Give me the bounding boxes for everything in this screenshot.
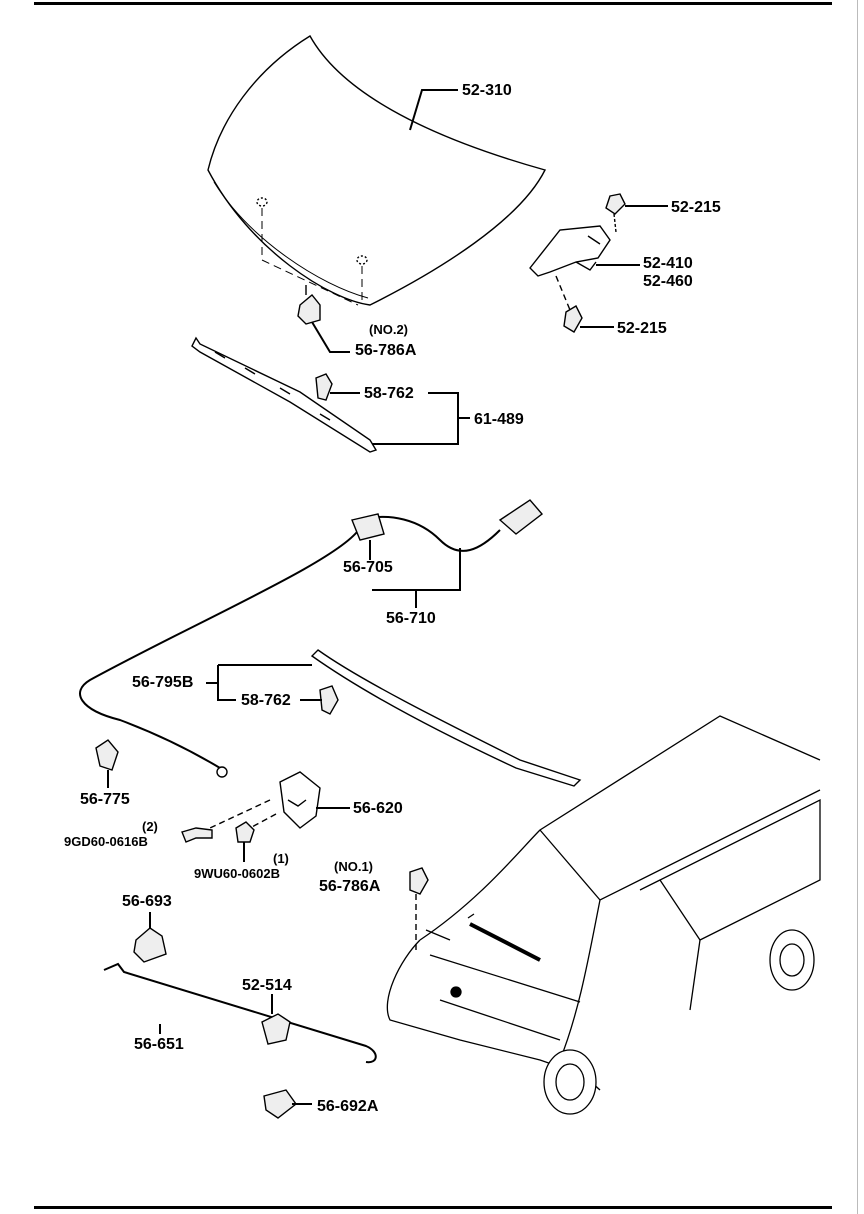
bolt-drawing	[181, 827, 213, 843]
clip-no1-drawing	[409, 867, 429, 950]
rear-seal-clip-drawing	[319, 685, 339, 715]
label-56-693: 56-693	[122, 893, 172, 910]
label-bolt-note: (2)	[142, 819, 158, 834]
label-56-786A-no2: 56-786A	[355, 342, 417, 359]
latch-drawing	[209, 771, 321, 829]
label-56-620: 56-620	[353, 800, 403, 817]
label-58-762-rear: 58-762	[241, 692, 291, 709]
bottom-rule	[34, 1206, 832, 1209]
rear-seal-drawing	[310, 649, 582, 787]
label-52-215-top: 52-215	[671, 199, 721, 216]
bracket-56-710	[372, 548, 461, 608]
hinge-drawing	[529, 193, 626, 333]
label-52-215-bottom: 52-215	[617, 320, 667, 337]
label-61-489: 61-489	[474, 411, 524, 428]
stay-rod-drawing	[103, 962, 377, 1064]
right-page-edge	[857, 0, 858, 1214]
front-seal-drawing	[191, 336, 378, 453]
label-bolt: 9GD60-0616B	[64, 834, 148, 849]
release-cable-drawing	[79, 499, 544, 778]
label-56-786A-no1: 56-786A	[319, 878, 381, 895]
van-illustration	[386, 715, 821, 1115]
leader-56-786A-no2	[311, 321, 350, 353]
grommet-drawing	[263, 1089, 297, 1119]
bracket-61-489	[372, 392, 470, 445]
stay-holder-drawing	[261, 1013, 291, 1045]
label-56-710: 56-710	[386, 610, 436, 627]
bracket-56-795B	[206, 664, 322, 701]
cable-holder-drawing	[95, 739, 119, 771]
nut-drawing	[235, 821, 255, 843]
leader-52-310	[409, 89, 458, 131]
label-no1-note: (NO.1)	[334, 859, 373, 874]
label-52-310: 52-310	[462, 82, 512, 99]
stay-clip-drawing	[133, 927, 167, 963]
label-56-651: 56-651	[134, 1036, 184, 1053]
label-58-762-top: 58-762	[364, 385, 414, 402]
label-52-460: 52-460	[643, 273, 693, 290]
label-52-514: 52-514	[242, 977, 292, 994]
label-56-705: 56-705	[343, 559, 393, 576]
clip-no2-drawing	[297, 285, 321, 325]
label-no2-note: (NO.2)	[369, 322, 408, 337]
label-nut-note: (1)	[273, 851, 289, 866]
label-nut: 9WU60-0602B	[194, 866, 280, 881]
hood-panel-drawing	[207, 35, 547, 306]
label-56-692A: 56-692A	[317, 1098, 379, 1115]
top-rule	[34, 2, 832, 5]
seal-clip-58-762-drawing	[315, 373, 333, 401]
label-52-410: 52-410	[643, 255, 693, 272]
label-56-775: 56-775	[80, 791, 130, 808]
label-56-795B: 56-795B	[132, 674, 194, 691]
